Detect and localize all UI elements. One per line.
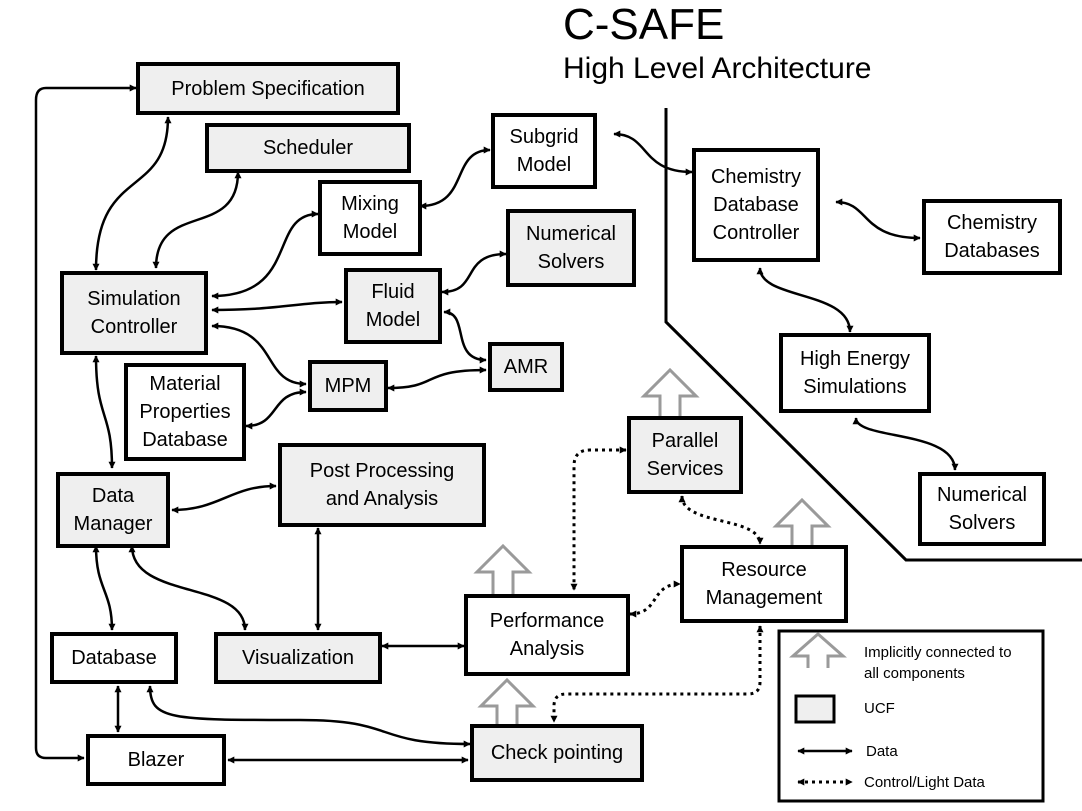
node-blazer: Blazer	[86, 734, 226, 786]
node-simulation-controller: Simulation Controller	[60, 271, 208, 355]
node-high-energy-simulations: High Energy Simulations	[779, 333, 931, 413]
edge-chemistry-controller-high-energy	[756, 267, 854, 333]
edge-data-manager-visualization	[128, 545, 249, 631]
node-post-processing-and-analysis: Post Processing and Analysis	[278, 443, 486, 527]
control-edge-performance-resource	[629, 580, 681, 618]
edge-fluid-amr	[443, 308, 487, 364]
implicit-arrow-resource-management	[772, 497, 832, 546]
edge-chemistry-controller-databases	[835, 198, 921, 242]
node-numerical-solvers: Numerical Solvers	[918, 472, 1046, 546]
implicit-arrow-parallel-services	[640, 367, 700, 416]
node-chemistry-database-controller: Chemistry Database Controller	[692, 148, 820, 262]
edge-scheduler-simulation-controller	[152, 171, 242, 269]
legend-ucf-swatch	[794, 694, 836, 724]
edge-mpm-material-properties	[245, 388, 307, 430]
diagram-subtitle: High Level Architecture	[563, 52, 872, 85]
edge-mpm-amr	[387, 366, 487, 392]
node-resource-management: Resource Management	[680, 545, 848, 623]
node-check-pointing: Check pointing	[470, 724, 644, 782]
node-subgrid-model: Subgrid Model	[491, 113, 597, 189]
region-divider	[664, 108, 1082, 562]
edge-high-energy-numerical-solvers	[852, 417, 959, 471]
node-performance-analysis: Performance Analysis	[464, 594, 630, 676]
legend-data-label: Data	[866, 743, 898, 760]
edge-data-manager-database	[92, 545, 116, 631]
legend-ucf-label: UCF	[864, 700, 895, 717]
node-scheduler: Scheduler	[205, 123, 411, 173]
node-fluid-model: Fluid Model	[344, 268, 442, 344]
diagram-title: C-SAFE	[563, 0, 725, 49]
node-visualization: Visualization	[214, 632, 382, 684]
edge-subgrid-chemistry-controller	[613, 130, 693, 176]
node-material-properties-database: Material Properties Database	[124, 363, 246, 461]
control-edge-parallel-performance	[570, 446, 627, 591]
node-chemistry-databases: Chemistry Databases	[922, 199, 1062, 275]
edge-fluid-simulation-controller	[211, 298, 343, 314]
edge-simulation-controller-data-manager	[92, 355, 116, 469]
edge-problem-spec-simulation-controller	[92, 116, 172, 271]
edge-simulation-controller-mpm	[211, 322, 307, 388]
legend-implicit-label: Implicitly connected to all components	[864, 644, 1012, 682]
edge-mixing-simulation-controller	[211, 210, 319, 300]
node-numerical-solvers-ucf: Numerical Solvers	[506, 209, 636, 287]
edge-problem-spec-blazer	[34, 84, 137, 762]
edge-mixing-subgrid	[419, 146, 491, 210]
control-edge-parallel-resource	[678, 495, 764, 545]
edge-database-check-pointing	[146, 685, 471, 748]
edge-data-manager-post-processing	[171, 482, 277, 514]
implicit-arrow-check-pointing	[477, 677, 537, 724]
node-problem-specification: Problem Specification	[136, 62, 400, 115]
node-database: Database	[50, 632, 178, 684]
legend-implicit-arrow-icon	[789, 632, 847, 668]
node-parallel-services: Parallel Services	[627, 416, 743, 494]
legend-control-label: Control/Light Data	[864, 774, 985, 791]
implicit-arrow-performance-analysis	[473, 543, 533, 594]
node-mpm: MPM	[308, 360, 388, 412]
node-data-manager: Data Manager	[56, 472, 170, 548]
edge-fluid-numerical-solvers	[441, 250, 507, 296]
node-amr: AMR	[488, 342, 564, 392]
node-mixing-model: Mixing Model	[318, 180, 422, 256]
